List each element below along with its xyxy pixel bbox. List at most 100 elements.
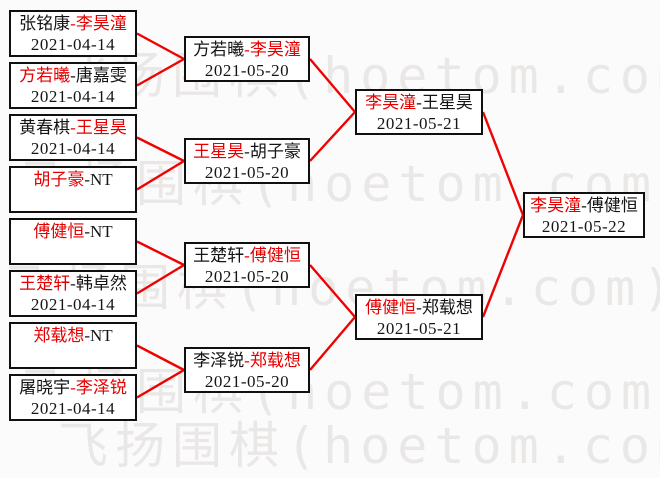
connector-line <box>136 159 185 191</box>
match-players: 傅健恒-郑载想 <box>357 297 481 318</box>
r2-match-1: 方若曦-李昊潼 2021-05-20 <box>184 36 310 82</box>
match-date: 2021-04-14 <box>30 399 116 418</box>
connector-line <box>136 240 185 267</box>
player2-name: 胡子豪 <box>249 142 301 161</box>
name-separator: - <box>416 93 422 112</box>
player1-name: 王星昊 <box>193 142 245 161</box>
name-separator: - <box>244 40 250 59</box>
player1-name: 郑载想 <box>33 326 85 345</box>
match-date: 2021-04-14 <box>30 295 116 314</box>
match-players: 屠晓宇-李泽锐 <box>11 377 135 398</box>
r1-match-7: 郑载想-NT <box>9 322 137 369</box>
match-players: 黄春棋-王星昊 <box>11 117 135 138</box>
name-separator: - <box>84 222 90 241</box>
player1-name: 李昊潼 <box>365 93 417 112</box>
player2-name: 唐嘉雯 <box>75 66 127 85</box>
player1-name: 王楚轩 <box>19 274 71 293</box>
name-separator: - <box>70 14 76 33</box>
player1-name: 张铭康 <box>19 14 71 33</box>
player2-name: 王星昊 <box>75 118 127 137</box>
match-date: 2021-05-21 <box>376 319 462 338</box>
name-separator: - <box>70 274 76 293</box>
player1-name: 黄春棋 <box>19 118 71 137</box>
bracket-connector-svg <box>136 32 525 399</box>
player1-name: 傅健恒 <box>365 298 417 317</box>
match-players: 李泽锐-郑载想 <box>186 350 308 371</box>
match-players: 胡子豪-NT <box>11 169 135 190</box>
player2-name: 李昊潼 <box>249 40 301 59</box>
semifinal-match-1: 李昊潼-王星昊 2021-05-21 <box>355 89 483 135</box>
name-separator: - <box>70 66 76 85</box>
r1-match-3: 黄春棋-王星昊 2021-04-14 <box>9 114 137 161</box>
player1-name: 方若曦 <box>19 66 71 85</box>
r1-match-8: 屠晓宇-李泽锐 2021-04-14 <box>9 374 137 421</box>
player1-name: 屠晓宇 <box>19 378 71 397</box>
match-players: 方若曦-李昊潼 <box>186 39 308 60</box>
player2-name: 王星昊 <box>421 93 473 112</box>
connector-line <box>136 263 185 295</box>
name-separator: - <box>416 298 422 317</box>
match-date: 2021-05-20 <box>204 163 290 182</box>
match-date: 2021-05-20 <box>204 61 290 80</box>
connector-line <box>309 111 356 162</box>
match-players: 王星昊-胡子豪 <box>186 141 308 162</box>
name-separator: - <box>84 326 90 345</box>
r1-match-5: 傅健恒-NT <box>9 218 137 265</box>
player1-name: 李泽锐 <box>193 351 245 370</box>
r1-match-2: 方若曦-唐嘉雯 2021-04-14 <box>9 62 137 109</box>
match-date: 2021-05-21 <box>376 114 462 133</box>
match-players: 王楚轩-韩卓然 <box>11 273 135 294</box>
match-players: 傅健恒-NT <box>11 221 135 242</box>
final-match: 李昊潼-傅健恒 2021-05-22 <box>523 192 645 238</box>
r2-match-3: 王楚轩-傅健恒 2021-05-20 <box>184 242 310 288</box>
player2-name: NT <box>90 222 113 241</box>
player2-name: 郑载想 <box>249 351 301 370</box>
connector-line <box>136 136 185 163</box>
player2-name: 傅健恒 <box>586 196 638 215</box>
player2-name: NT <box>90 326 113 345</box>
connector-line <box>481 111 525 216</box>
player1-name: 胡子豪 <box>33 170 85 189</box>
name-separator: - <box>244 351 250 370</box>
r1-match-4: 胡子豪-NT <box>9 166 137 213</box>
connector-line <box>136 57 185 87</box>
name-separator: - <box>244 142 250 161</box>
match-players: 王楚轩-傅健恒 <box>186 245 308 266</box>
match-players: 张铭康-李昊潼 <box>11 13 135 34</box>
player1-name: 李昊潼 <box>530 196 582 215</box>
match-players: 方若曦-唐嘉雯 <box>11 65 135 86</box>
r2-match-2: 王星昊-胡子豪 2021-05-20 <box>184 138 310 184</box>
match-date: 2021-05-22 <box>541 217 627 236</box>
player2-name: 傅健恒 <box>249 246 301 265</box>
name-separator: - <box>244 246 250 265</box>
player2-name: 李昊潼 <box>75 14 127 33</box>
player1-name: 王楚轩 <box>193 246 245 265</box>
connector-line <box>481 214 525 318</box>
match-date: 2021-04-14 <box>30 35 116 54</box>
match-date: 2021-04-14 <box>30 139 116 158</box>
match-date: 2021-04-14 <box>30 87 116 106</box>
player2-name: 郑载想 <box>421 298 473 317</box>
connector-line <box>136 32 185 61</box>
connector-line <box>309 58 356 113</box>
match-players: 李昊潼-王星昊 <box>357 92 481 113</box>
player2-name: NT <box>90 170 113 189</box>
r2-match-4: 李泽锐-郑载想 2021-05-20 <box>184 347 310 393</box>
player2-name: 李泽锐 <box>75 378 127 397</box>
match-date: 2021-05-20 <box>204 372 290 391</box>
name-separator: - <box>70 118 76 137</box>
player2-name: 韩卓然 <box>75 274 127 293</box>
player1-name: 方若曦 <box>193 40 245 59</box>
semifinal-match-2: 傅健恒-郑载想 2021-05-21 <box>355 294 483 340</box>
r1-match-6: 王楚轩-韩卓然 2021-04-14 <box>9 270 137 317</box>
name-separator: - <box>581 196 587 215</box>
connector-line <box>136 344 185 372</box>
name-separator: - <box>70 378 76 397</box>
r1-match-1: 张铭康-李昊潼 2021-04-14 <box>9 10 137 57</box>
connector-line <box>309 264 356 318</box>
match-date: 2021-05-20 <box>204 267 290 286</box>
match-players: 李昊潼-傅健恒 <box>525 195 643 216</box>
connector-line <box>136 368 185 399</box>
match-players: 郑载想-NT <box>11 325 135 346</box>
connector-line <box>309 316 356 371</box>
